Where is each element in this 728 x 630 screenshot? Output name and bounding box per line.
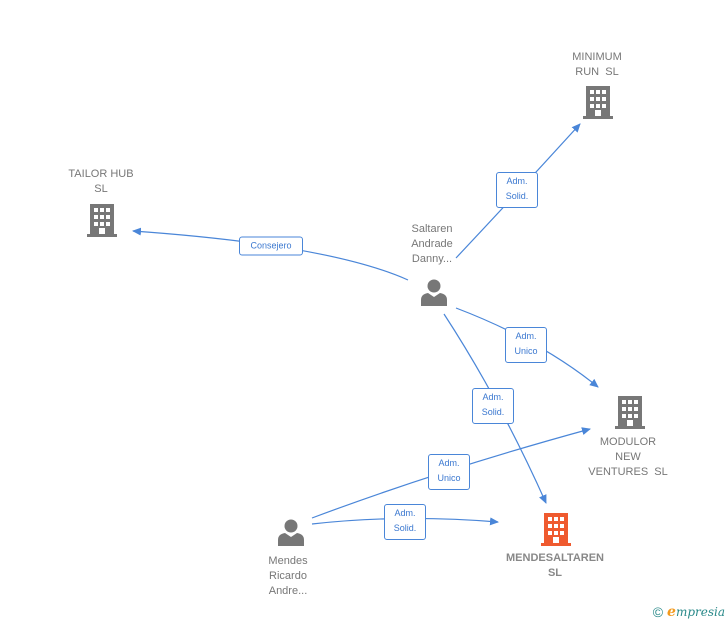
minimum-run-label[interactable]: MINIMUM RUN SL [572,51,622,78]
person-icon[interactable] [420,278,448,306]
company-building-icon[interactable] [87,203,117,237]
empresia-brand: © empresia [653,604,725,620]
edge-label-consejero: Consejero [239,236,303,256]
edge-label-adm-solid: Adm. Solid. [496,172,538,208]
mendes-label[interactable]: Mendes Ricardo Andre... [268,555,308,597]
person-icon[interactable] [277,518,305,546]
brand-logo: empresia [667,604,725,620]
mendesaltaren-label[interactable]: MENDESALTAREN SL [506,552,604,579]
edge-label-adm-solid: Adm. Solid. [472,388,514,424]
edge-label-adm-unico: Adm. Unico [428,454,470,490]
company-building-icon[interactable] [615,395,645,429]
edge-label-adm-unico: Adm. Unico [505,327,547,363]
company-building-icon[interactable] [583,85,613,119]
saltaren-label[interactable]: Saltaren Andrade Danny... [411,223,453,265]
modulor-label[interactable]: MODULOR NEW VENTURES SL [588,436,668,478]
tailor-hub-label[interactable]: TAILOR HUB SL [68,168,134,195]
company-building-icon-highlighted[interactable] [541,512,571,546]
edge-label-adm-solid: Adm. Solid. [384,504,426,540]
copyright-icon: © [652,604,664,620]
